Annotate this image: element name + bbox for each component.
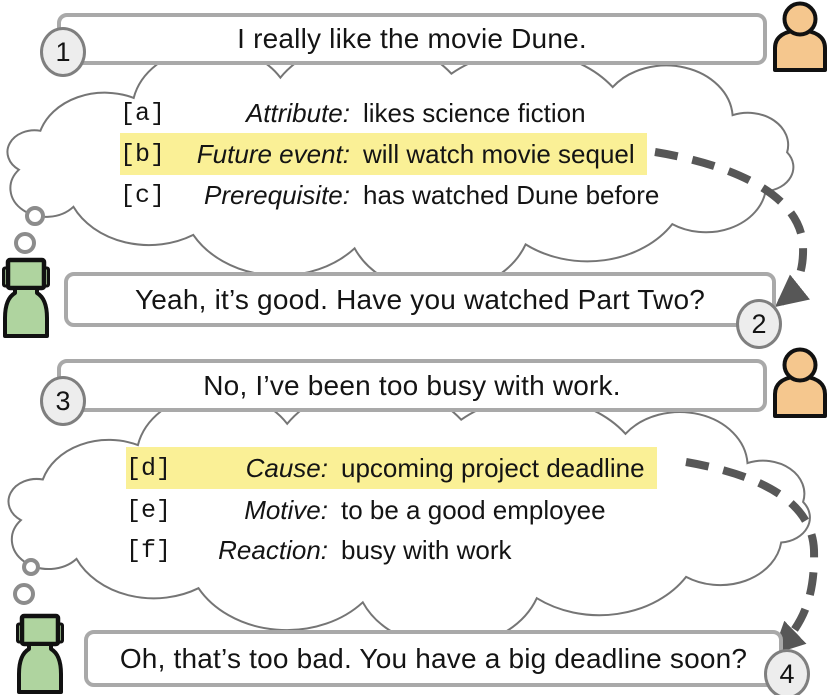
- robot-icon: [2, 257, 50, 338]
- inference-row-f: [f] Reaction: busy with work: [126, 530, 524, 570]
- inference-arrow-1: [654, 148, 810, 308]
- inference-type: Attribute:: [245, 97, 350, 128]
- inference-type: Future event:: [196, 138, 350, 169]
- turn-1-text: I really like the movie Dune.: [237, 23, 587, 54]
- turn-number-badge-2: 2: [736, 299, 782, 349]
- inference-value: will watch movie sequel: [363, 138, 635, 169]
- inference-arrow-2: [685, 458, 819, 655]
- inference-value: has watched Dune before: [363, 179, 660, 210]
- inference-type: Prerequisite:: [204, 179, 350, 210]
- inference-row-c: [c] Prerequisite: has watched Dune befor…: [120, 175, 671, 215]
- turn-number-badge-1: 1: [40, 27, 86, 77]
- inference-value: likes science fiction: [363, 97, 586, 128]
- turn-number-badge-4: 4: [764, 649, 810, 695]
- inference-value: to be a good employee: [341, 494, 606, 525]
- inference-type: Reaction:: [218, 534, 328, 565]
- inference-value: busy with work: [341, 534, 512, 565]
- inference-key: [b]: [120, 139, 166, 169]
- inference-key: [f]: [126, 535, 172, 565]
- thought-trail-dot: [14, 232, 36, 254]
- inference-row-e: [e] Motive: to be a good employee: [126, 490, 618, 530]
- turn-3-text: No, I’ve been too busy with work.: [203, 369, 621, 401]
- inference-key: [d]: [126, 453, 172, 483]
- inference-type: Cause:: [245, 452, 328, 483]
- inference-row-b-highlighted: [b] Future event: will watch movie seque…: [120, 133, 647, 175]
- speech-bubble-turn-4: Oh, that’s too bad. You have a big deadl…: [84, 630, 783, 687]
- inference-key: [a]: [120, 98, 166, 128]
- inference-type: Motive:: [244, 494, 328, 525]
- thought-trail-dot: [13, 583, 35, 605]
- thought-trail-dot: [25, 206, 45, 226]
- speech-bubble-turn-3: No, I’ve been too busy with work.: [57, 359, 767, 412]
- inference-key: [e]: [126, 495, 172, 525]
- inference-key: [c]: [120, 180, 166, 210]
- inference-value: upcoming project deadline: [341, 452, 645, 483]
- turn-2-text: Yeah, it’s good. Have you watched Part T…: [134, 283, 705, 315]
- robot-icon: [16, 613, 64, 694]
- turn-number-badge-3: 3: [40, 376, 86, 426]
- speech-bubble-turn-1: I really like the movie Dune.: [57, 13, 767, 65]
- speech-bubble-turn-2: Yeah, it’s good. Have you watched Part T…: [64, 272, 776, 327]
- thought-trail-dot: [22, 558, 40, 576]
- inference-row-d-highlighted: [d] Cause: upcoming project deadline: [126, 447, 657, 489]
- person-icon: [773, 1, 827, 72]
- person-icon: [773, 347, 827, 418]
- inference-row-a: [a] Attribute: likes science fiction: [120, 93, 598, 133]
- turn-4-text: Oh, that’s too bad. You have a big deadl…: [119, 642, 748, 674]
